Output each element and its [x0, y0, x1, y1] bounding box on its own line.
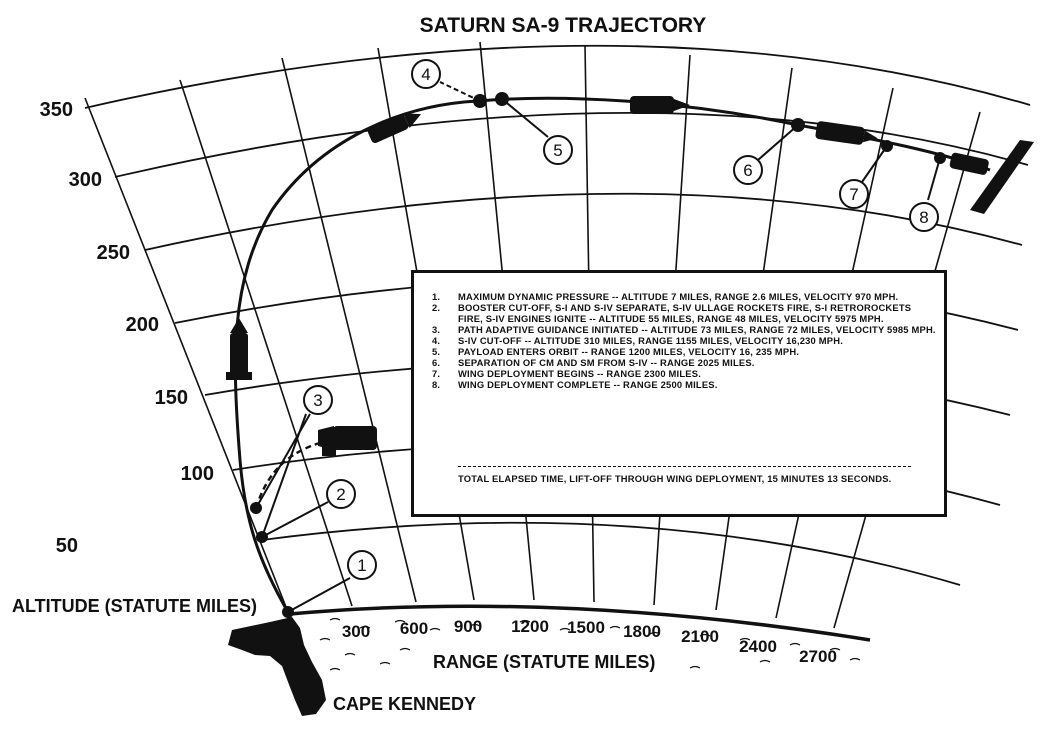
- legend-divider: [458, 466, 911, 467]
- legend-item-number: 2.: [432, 302, 441, 313]
- rocket-upper-stage-icon: [367, 113, 422, 143]
- range-tick: 1500: [567, 618, 605, 637]
- legend-item-number: 3.: [432, 324, 441, 335]
- callout-4: [411, 59, 441, 89]
- callout-3: [303, 385, 333, 415]
- legend-item-text: SEPARATION OF CM AND SM FROM S-IV -- RAN…: [458, 357, 755, 368]
- altitude-tick: 50: [56, 535, 78, 557]
- radial-300: [179, 79, 353, 607]
- leader-3b: [261, 413, 307, 538]
- grid-arc-350: [84, 44, 1031, 109]
- grid-arc-300: [114, 111, 1029, 178]
- leader-6: [757, 124, 799, 161]
- earth-curve: [289, 604, 871, 642]
- callout-label-4: 4: [421, 65, 430, 84]
- leader-7: [861, 145, 888, 183]
- range-tick: 2400: [739, 637, 777, 656]
- legend-item-text: PAYLOAD ENTERS ORBIT -- RANGE 1200 MILES…: [458, 346, 800, 357]
- altitude-tick: 150: [155, 387, 188, 409]
- earth-surface: [289, 604, 871, 671]
- range-axis-label: RANGE (STATUTE MILES): [433, 652, 655, 672]
- legend-item: 6. SEPARATION OF CM AND SM FROM S-IV -- R…: [432, 357, 937, 368]
- callout-label-6: 6: [743, 161, 752, 180]
- altitude-tick: 250: [97, 242, 130, 264]
- winged-payload-icon: [949, 152, 989, 175]
- range-tick-labels: 300 600 900 1200 1500 1800 2100 2400 270…: [342, 617, 837, 666]
- legend-item-text: BOOSTER CUT-OFF, S-I AND S-IV SEPARATE, …: [458, 302, 912, 324]
- callout-1: [347, 550, 377, 580]
- spacer: [80, 540, 260, 546]
- range-tick: 1200: [511, 617, 549, 636]
- event-legend-list: 1. MAXIMUM DYNAMIC PRESSURE -- ALTITUDE 7…: [432, 291, 937, 390]
- sea-waves: [319, 617, 861, 671]
- legend-item-text: WING DEPLOYMENT COMPLETE -- RANGE 2500 M…: [458, 379, 718, 390]
- legend-item: 7. WING DEPLOYMENT BEGINS -- RANGE 2300 M…: [432, 368, 937, 379]
- callout-label-3: 3: [313, 391, 322, 410]
- legend-item-number: 7.: [432, 368, 441, 379]
- altitude-tick: 200: [126, 314, 159, 336]
- callout-label-1: 1: [357, 556, 366, 575]
- callout-label-7: 7: [849, 185, 858, 204]
- altitude-tick: 100: [181, 463, 214, 485]
- cape-kennedy-label: CAPE KENNEDY: [333, 694, 476, 714]
- leader-8: [927, 157, 941, 201]
- range-tick: 1800: [623, 622, 661, 641]
- legend-item: 3. PATH ADAPTIVE GUIDANCE INITIATED -- AL…: [432, 324, 937, 335]
- leader-1: [287, 577, 351, 613]
- legend-item-text: MAXIMUM DYNAMIC PRESSURE -- ALTITUDE 7 M…: [458, 291, 899, 302]
- callout-5: [543, 135, 573, 165]
- diagram-title: SATURN SA-9 TRAJECTORY: [420, 14, 707, 37]
- booster-stage-icon: [318, 426, 377, 456]
- altitude-tick: 300: [69, 169, 102, 191]
- callout-label-8: 8: [919, 208, 928, 227]
- legend-item-number: 5.: [432, 346, 441, 357]
- range-tick: 2100: [681, 627, 719, 646]
- leader-2: [261, 501, 329, 538]
- legend-item-number: 8.: [432, 379, 441, 390]
- legend-item-text: PATH ADAPTIVE GUIDANCE INITIATED -- ALTI…: [458, 324, 936, 335]
- callout-label-5: 5: [553, 141, 562, 160]
- callout-labels: 1 2 3 4 5 6 7 8: [313, 65, 928, 575]
- callout-7: [839, 179, 869, 209]
- legend-item-number: 6.: [432, 357, 441, 368]
- callout-leaders: [255, 81, 941, 613]
- cm-sm-stage-icon: [815, 121, 878, 145]
- s-iv-stage-icon: [630, 96, 690, 114]
- radial-600: [281, 57, 417, 603]
- legend-item-number: 4.: [432, 335, 441, 346]
- radial-0: [84, 97, 289, 613]
- callout-6: [733, 155, 763, 185]
- callout-8: [909, 202, 939, 232]
- legend-total-time: TOTAL ELAPSED TIME, LIFT-OFF THROUGH WIN…: [458, 473, 892, 484]
- callout-circles: [303, 59, 939, 580]
- rocket-ascent-icon: [226, 318, 252, 380]
- legend-item-number: 1.: [432, 291, 441, 302]
- legend-item: 5. PAYLOAD ENTERS ORBIT -- RANGE 1200 MIL…: [432, 346, 937, 357]
- range-tick: 600: [400, 619, 428, 638]
- leader-5: [501, 98, 549, 138]
- deployed-wing-icon: [970, 140, 1034, 214]
- legend-item: 2. BOOSTER CUT-OFF, S-I AND S-IV SEPARATE…: [432, 302, 937, 324]
- florida-silhouette: [228, 617, 326, 716]
- altitude-tick: 350: [40, 99, 73, 121]
- grid-arc-50: [261, 521, 961, 586]
- leader-4: [439, 81, 481, 102]
- legend-item-text: WING DEPLOYMENT BEGINS -- RANGE 2300 MIL…: [458, 368, 702, 379]
- legend-item: 8. WING DEPLOYMENT COMPLETE -- RANGE 2500…: [432, 379, 937, 390]
- range-tick: 2700: [799, 647, 837, 666]
- event-legend-box: 1. MAXIMUM DYNAMIC PRESSURE -- ALTITUDE 7…: [411, 270, 947, 517]
- range-tick: 900: [454, 617, 482, 636]
- legend-item: 4. S-IV CUT-OFF -- ALTITUDE 310 MILES, RA…: [432, 335, 937, 346]
- range-tick: 300: [342, 622, 370, 641]
- legend-item: 1. MAXIMUM DYNAMIC PRESSURE -- ALTITUDE 7…: [432, 291, 937, 302]
- callout-2: [326, 479, 356, 509]
- altitude-tick-labels: 50 100 150 200 250 300 350: [40, 99, 214, 557]
- altitude-axis-label: ALTITUDE (STATUTE MILES): [12, 596, 257, 616]
- callout-label-2: 2: [336, 485, 345, 504]
- legend-item-text: S-IV CUT-OFF -- ALTITUDE 310 MILES, RANG…: [458, 335, 844, 346]
- rocket-silhouettes: [226, 96, 1034, 456]
